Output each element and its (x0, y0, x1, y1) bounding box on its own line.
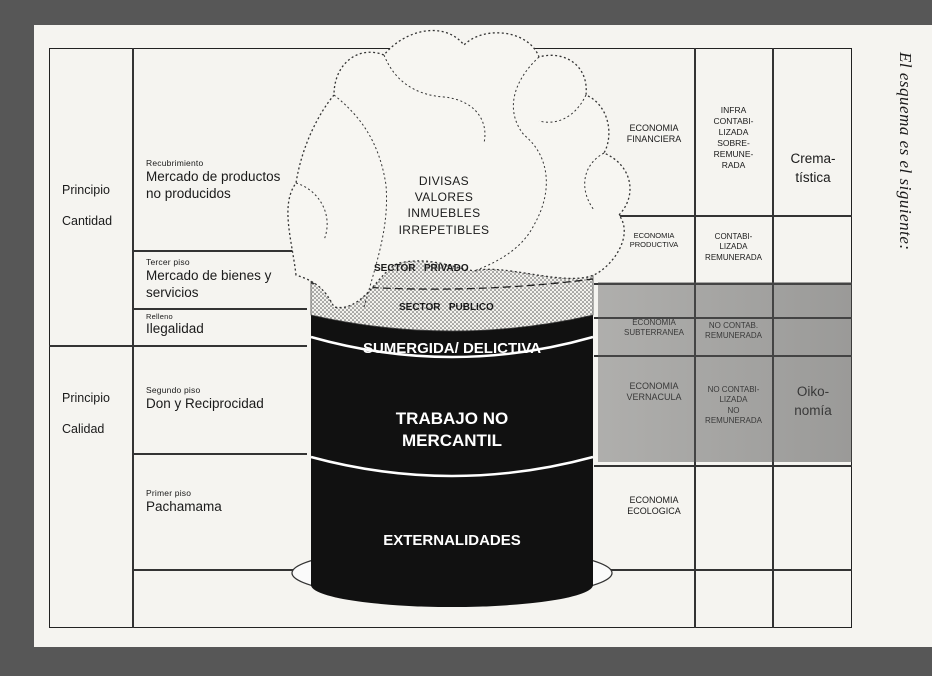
trabajo-label: TRABAJO NO MERCANTIL (311, 408, 593, 452)
level-main-label: Mercado de productos (146, 168, 281, 184)
level-small-label: Recubrimiento (146, 158, 204, 168)
economia-financiera: ECONOMIA FINANCIERA (614, 123, 694, 146)
cylinder-body (311, 310, 593, 607)
trabajo-line: TRABAJO NO (395, 409, 509, 428)
cloud-word: VALORES (414, 190, 474, 205)
cloud-fold (295, 182, 328, 241)
grid-line (132, 453, 307, 455)
cont-line: CONTABI- (713, 116, 754, 127)
level-small-label: Segundo piso (146, 385, 201, 395)
level-main-label: Don y Reciprocidad (146, 395, 264, 411)
grid-line (594, 569, 852, 571)
principle-word: Principio (62, 391, 110, 405)
band-line (310, 335, 594, 359)
cloud-word: IRREPETIBLES (398, 222, 490, 237)
grid-line (132, 250, 307, 252)
category-line: nomía (794, 402, 832, 418)
economia-vernacula: ECONOMIA VERNACULA (614, 381, 694, 404)
cloud-word: INMUEBLES (407, 206, 481, 221)
no-contabilizada-no-remunerada: NO CONTABI- LIZADA NO REMUNERADA (695, 385, 772, 427)
cloud-fold (473, 56, 547, 272)
infra-contabilizada: INFRA CONTABI- LIZADA SOBRE- REMUNE- RAD… (695, 105, 772, 171)
cloud-fold (383, 54, 486, 144)
eco-word: ECONOMIA (629, 495, 679, 505)
level-main-label: servicios (146, 284, 199, 300)
no-contab-remunerada: NO CONTAB. REMUNERADA (695, 321, 772, 342)
eco-type: FINANCIERA (626, 134, 682, 145)
cloud-text: DIVISAS VALORES INMUEBLES IRREPETIBLES (379, 173, 509, 238)
cont-line: INFRA (720, 105, 747, 115)
economia-subterranea: ECONOMIA SUBTERRANEA (614, 318, 694, 338)
cont-line: REMUNERADA (705, 252, 762, 262)
cloud-word: DIVISAS (418, 174, 470, 188)
cont-line: LIZADA (718, 127, 749, 138)
economia-productiva: ECONOMIA PRODUCTIVA (614, 231, 694, 250)
category-line: tística (795, 169, 831, 185)
eco-type: ECOLOGICA (627, 506, 681, 517)
principle-type: Cantidad (62, 214, 113, 229)
level-main-label: Ilegalidad (146, 321, 204, 337)
eco-type: VERNACULA (626, 392, 682, 403)
sumergida-label: SUMERGIDA/ DELICTIVA (362, 340, 542, 357)
grid-line (49, 345, 169, 347)
grid-line (594, 215, 852, 217)
cont-line: SOBRE- (717, 138, 750, 149)
grid-line (594, 465, 852, 467)
cont-line: NO (727, 405, 740, 415)
level-segundo-piso: Segundo piso Don y Reciprocidad (146, 385, 264, 413)
contabilizada-remunerada: CONTABI- LIZADA REMUNERADA (695, 232, 772, 263)
oikonomia-label: Oiko- nomía (774, 383, 852, 421)
cloud-fold (584, 152, 605, 211)
level-main-label: Mercado de bienes y (146, 267, 272, 283)
cloud-shape (287, 29, 631, 309)
cont-line: REMUNERADA (705, 416, 762, 426)
category-line: Crema- (790, 151, 836, 166)
side-title: El esquema es el siguiente: (896, 52, 915, 251)
level-relleno: Relleno Ilegalidad (146, 312, 204, 338)
grid-line (132, 345, 307, 347)
grid-line (132, 48, 134, 628)
eco-word: ECONOMIA (632, 318, 676, 327)
principle-calidad-label: Principio Calidad (62, 383, 134, 446)
cont-line: NO CONTABI- (707, 385, 760, 394)
cloud-fold (538, 94, 587, 123)
document-page: Principio Cantidad Principio Calidad Rec… (34, 25, 932, 647)
externalidades-label: EXTERNALIDADES (383, 532, 521, 549)
level-small-label: Primer piso (146, 488, 192, 498)
level-tercer-piso: Tercer piso Mercado de bienes y servicio… (146, 257, 271, 301)
cont-line: CONTABI- (714, 232, 753, 241)
level-main-label: Pachamama (146, 498, 222, 514)
cont-line: REMUNE- (713, 149, 754, 160)
eco-word: ECONOMIA (629, 381, 679, 391)
cont-line: LIZADA (719, 395, 748, 405)
cont-line: LIZADA (719, 242, 748, 252)
level-main-label: no producidos (146, 185, 231, 201)
category-line: Oiko- (796, 384, 830, 399)
grid-line (132, 308, 307, 310)
eco-word: ECONOMIA (633, 231, 675, 240)
grid-line (132, 569, 307, 571)
economia-ecologica: ECONOMIA ECOLOGICA (614, 495, 694, 518)
principle-word: Principio (62, 183, 110, 197)
sector-publico-label: SECTOR PUBLICO (399, 302, 494, 313)
level-small-label: Relleno (146, 312, 173, 321)
eco-type: SUBTERRANEA (623, 328, 684, 337)
cont-line: NO CONTAB. (708, 321, 759, 330)
crematistica-label: Crema- tística (774, 150, 852, 188)
level-recubrimiento: Recubrimiento Mercado de productos no pr… (146, 158, 280, 202)
eco-type: PRODUCTIVA (629, 240, 679, 250)
level-small-label: Tercer piso (146, 257, 190, 267)
principle-type: Calidad (62, 422, 105, 437)
cont-line: RADA (721, 160, 746, 171)
principle-cantidad-label: Principio Cantidad (62, 175, 134, 238)
sector-privado-label: SECTOR PRIVADO (374, 263, 469, 274)
cloud-fold (333, 94, 387, 308)
band-line (310, 455, 594, 478)
eco-word: ECONOMIA (629, 123, 679, 133)
trabajo-line: MERCANTIL (401, 431, 503, 451)
cont-line: REMUNERADA (705, 331, 762, 341)
level-primer-piso: Primer piso Pachamama (146, 488, 222, 516)
cylinder-drawing (287, 29, 631, 607)
